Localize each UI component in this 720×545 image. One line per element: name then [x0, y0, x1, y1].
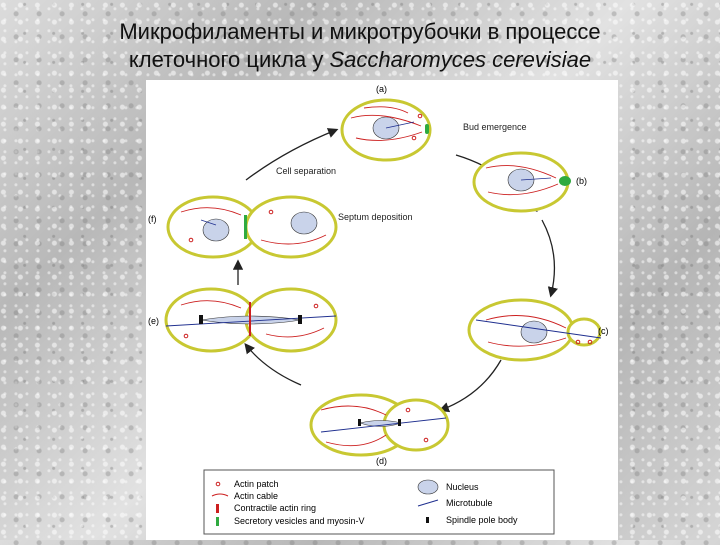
contractile-ring-icon — [216, 504, 219, 513]
stage-d-cell: (d) — [311, 395, 448, 466]
secretory-vesicles-icon — [216, 517, 219, 526]
stage-b-cell: (b) — [474, 153, 587, 211]
stage-a-cell: (a) Bud emergence — [342, 84, 527, 160]
stage-e-cell: (e) — [148, 289, 336, 351]
legend-nucleus: Nucleus — [446, 482, 479, 492]
nucleus-icon — [418, 480, 438, 494]
legend-actin-patch: Actin patch — [234, 479, 279, 489]
cell-separation-annotation: Cell separation — [276, 166, 336, 176]
stage-c-label: (c) — [598, 326, 609, 336]
slide-title-line-2: клеточного цикла у Saccharomyces cerevis… — [0, 46, 720, 74]
legend-microtubule: Microtubule — [446, 498, 493, 508]
legend-secretory-vesicles: Secretory vesicles and myosin-V — [234, 516, 365, 526]
stage-f-cell: (f) Septum deposition — [148, 197, 413, 257]
title-plain-part: клеточного цикла у — [129, 47, 330, 72]
cell-cycle-diagram: (a) Bud emergence (b) (c) — [146, 80, 618, 540]
arrow-b-to-c — [542, 220, 554, 295]
legend: Actin patch Actin cable Contractile acti… — [204, 470, 554, 534]
stage-b-label: (b) — [576, 176, 587, 186]
stage-d-label: (d) — [376, 456, 387, 466]
title-species-name: Saccharomyces cerevisiae — [329, 47, 591, 72]
spindle-pole-body-icon — [426, 517, 429, 523]
arrow-c-to-d — [441, 360, 501, 410]
diagram-panel: (a) Bud emergence (b) (c) — [146, 80, 618, 540]
stage-c-cell: (c) — [469, 300, 609, 360]
stage-e-label: (e) — [148, 316, 159, 326]
stage-a-label: (a) — [376, 84, 387, 94]
legend-contractile-ring: Contractile actin ring — [234, 503, 316, 513]
stage-f-annotation: Septum deposition — [338, 212, 413, 222]
stage-f-label: (f) — [148, 214, 157, 224]
legend-spindle-pole-body: Spindle pole body — [446, 515, 518, 525]
stage-a-annotation: Bud emergence — [463, 122, 527, 132]
legend-actin-cable: Actin cable — [234, 491, 278, 501]
slide-title-line-1: Микрофиламенты и микротрубочки в процесс… — [0, 18, 720, 46]
